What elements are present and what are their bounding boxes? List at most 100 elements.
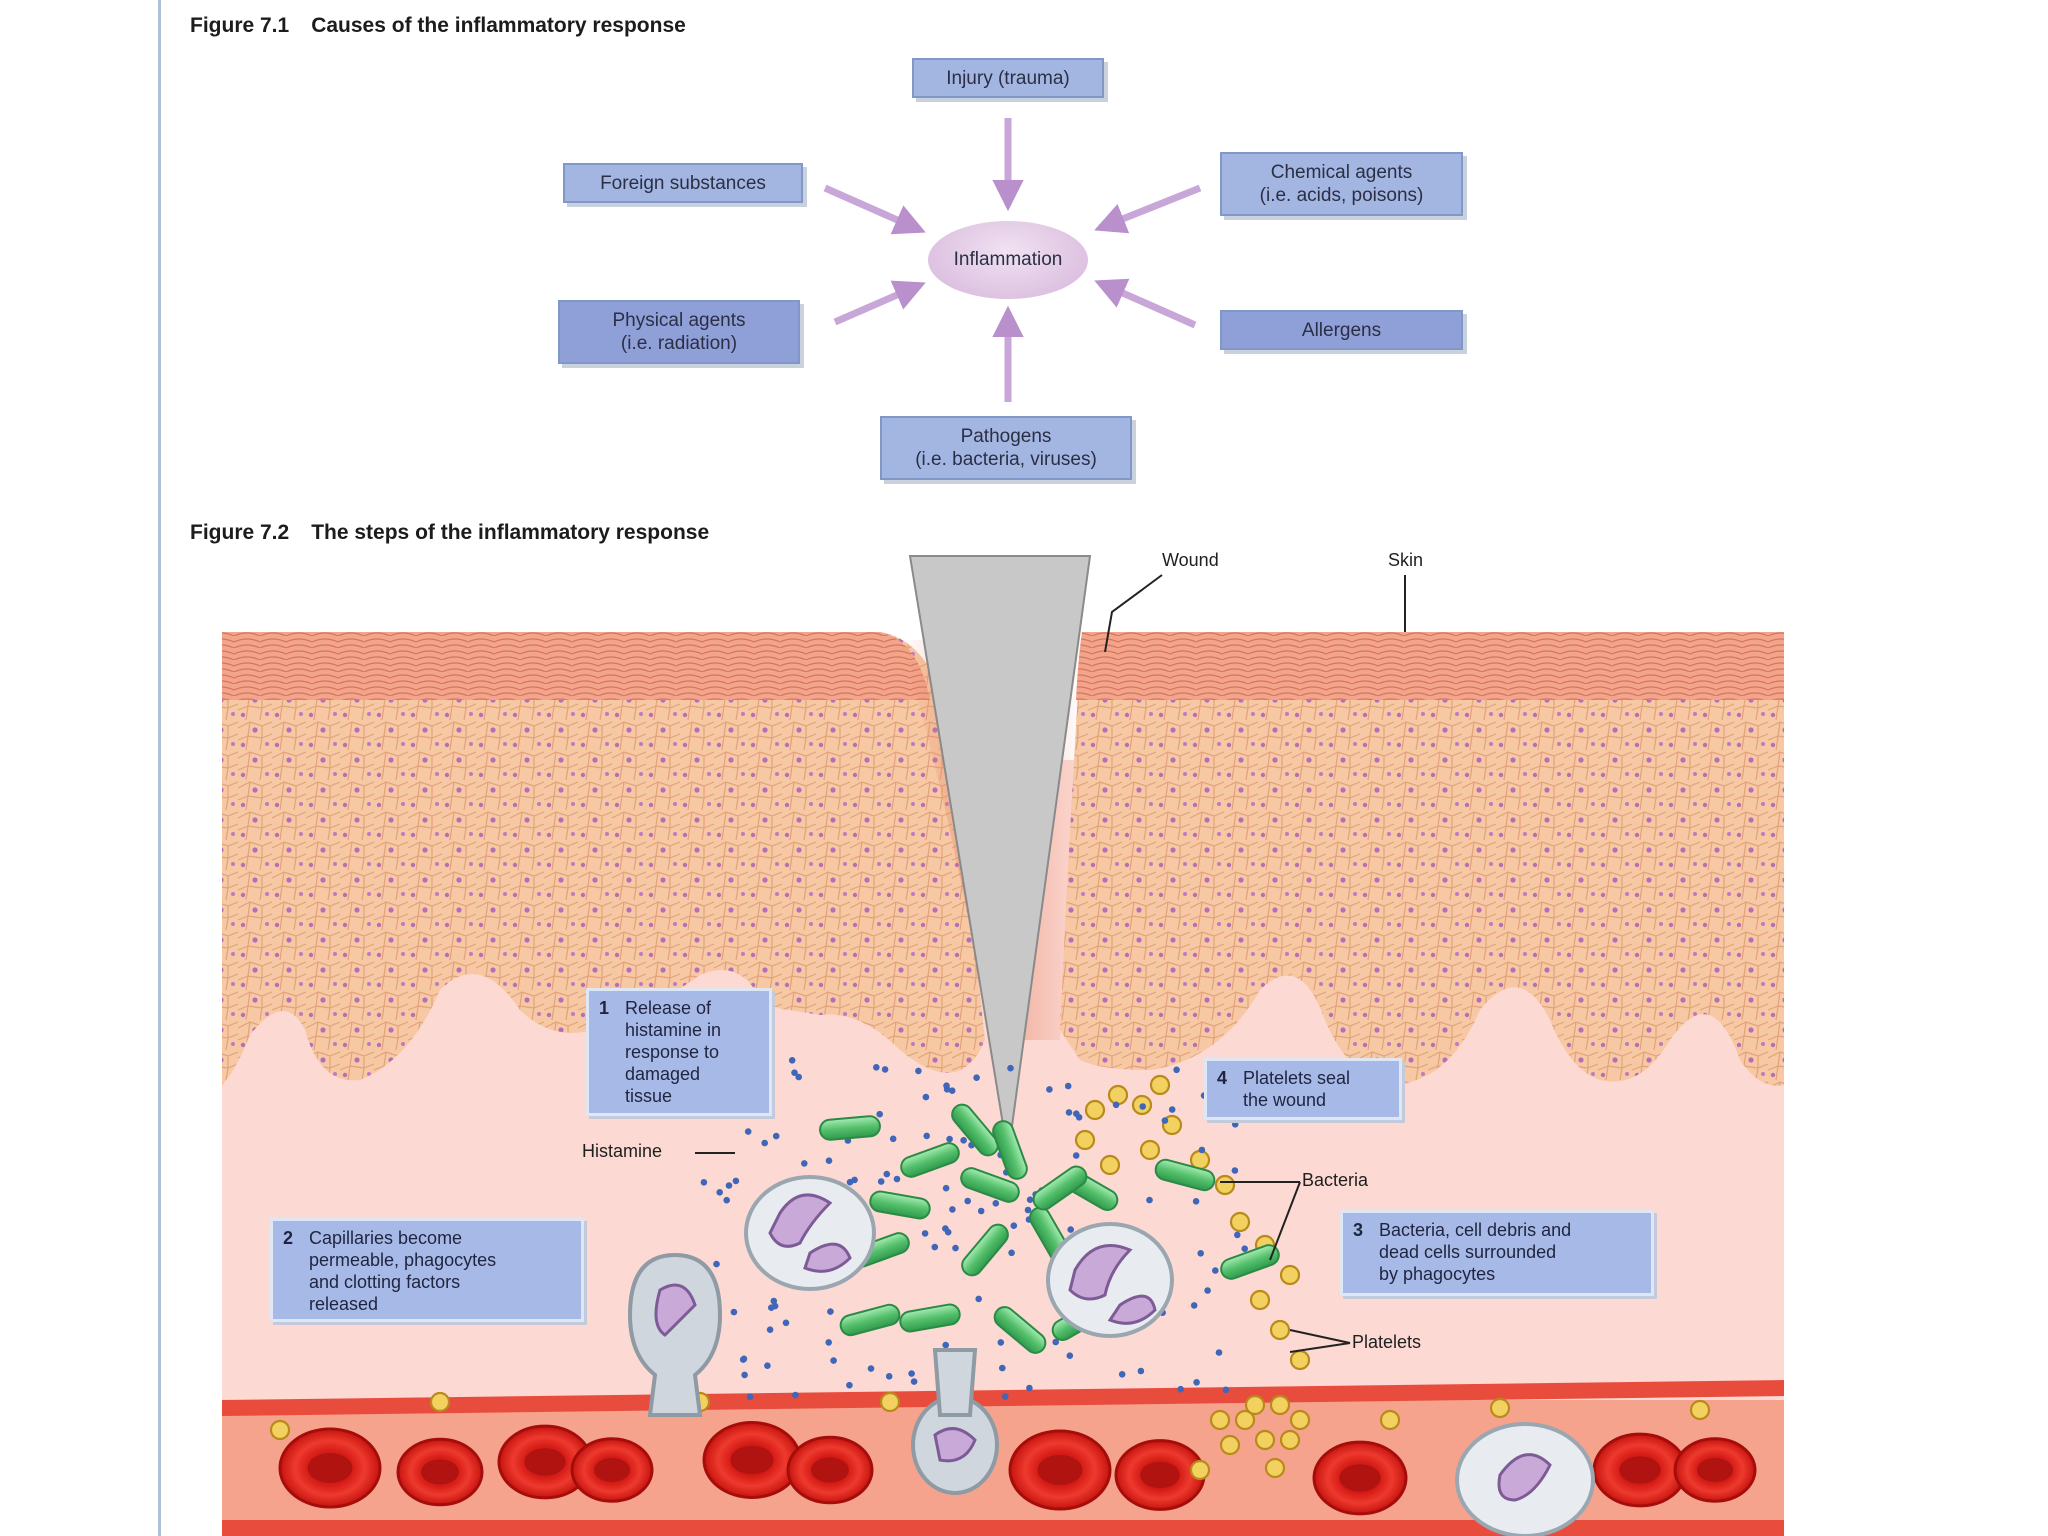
histamine-dot [1064, 1082, 1072, 1090]
histamine-dot [1137, 1367, 1145, 1375]
histamine-dot [943, 1086, 951, 1093]
platelet [1249, 1289, 1271, 1311]
histamine-dot [893, 1175, 901, 1183]
histamine-dot [1168, 1106, 1176, 1113]
histamine-dot [915, 1067, 922, 1075]
platelet [1254, 1429, 1276, 1451]
histamine-dot [746, 1393, 754, 1401]
platelet [1107, 1084, 1129, 1106]
histamine-dot [1024, 1206, 1032, 1214]
histamine-dot [730, 1308, 738, 1316]
red-blood-cell [570, 1437, 654, 1503]
histamine-dot [889, 1135, 897, 1143]
histamine-dot [827, 1308, 834, 1315]
leader-lines [695, 574, 1406, 1353]
histamine-dot [766, 1326, 774, 1333]
histamine-dot [792, 1391, 799, 1399]
histamine-dot [973, 1074, 980, 1081]
histamine-dot [992, 1200, 1000, 1207]
red-blood-cell [1673, 1437, 1757, 1503]
label-platelets: Platelets [1352, 1332, 1422, 1352]
platelet [1139, 1139, 1161, 1161]
histamine-dot [999, 1364, 1006, 1372]
histamine-dot [1112, 1101, 1120, 1109]
histamine-dot [771, 1302, 779, 1310]
histamine-dot [1193, 1379, 1200, 1386]
histamine-dot [782, 1319, 790, 1327]
bacterium [899, 1303, 961, 1333]
histamine-dot [770, 1297, 778, 1305]
histamine-dot [885, 1373, 893, 1380]
cause-pathogens: Pathogens (i.e. bacteria, viruses) [880, 416, 1132, 480]
histamine-dot [1066, 1352, 1074, 1359]
histamine-dot [739, 1356, 747, 1363]
histamine-dot [732, 1177, 740, 1185]
platelet [1209, 1409, 1231, 1431]
histamine-dot [923, 1132, 930, 1140]
histamine-dot [1075, 1114, 1083, 1121]
step-4-number: 4 [1217, 1068, 1228, 1088]
histamine-dot [1010, 1222, 1018, 1229]
histamine-dot [964, 1197, 971, 1205]
cause-injury: Injury (trauma) [912, 58, 1104, 98]
histamine-dot [744, 1128, 752, 1135]
histamine-dot [725, 1182, 733, 1189]
platelet [1489, 1397, 1511, 1419]
histamine-dot [713, 1260, 720, 1268]
platelet [1099, 1154, 1121, 1176]
phagocytes [627, 1175, 1595, 1536]
histamine-dot [873, 1064, 880, 1071]
histamine-dot [825, 1157, 833, 1164]
step-2-text: Capillaries become permeable, phagocytes… [309, 1228, 497, 1314]
platelet [1379, 1409, 1401, 1431]
step-2-number: 2 [283, 1228, 294, 1248]
platelet [879, 1391, 901, 1413]
platelet [1214, 1174, 1236, 1196]
histamine-dot [942, 1225, 949, 1232]
histamine-dot [1231, 1121, 1239, 1128]
label-skin: Skin [1388, 550, 1424, 570]
epidermis-left [222, 632, 985, 1085]
red-blood-cell [278, 1427, 382, 1509]
step-1-box: 1 Release of histamine in response to dam… [586, 988, 772, 1116]
histamine-dot [723, 1196, 730, 1204]
bacterium [1032, 1165, 1088, 1211]
leader-platelets-2 [1289, 1342, 1351, 1353]
histamine-dot [1026, 1384, 1033, 1392]
bacterium [961, 1223, 1009, 1277]
histamine-dot [1173, 1066, 1180, 1074]
step-2-box: 2 Capillaries become permeable, phagocyte… [270, 1218, 584, 1322]
platelet [1264, 1457, 1286, 1479]
inflammation-label: Inflammation [953, 249, 1063, 270]
bacterium [869, 1190, 931, 1220]
histamine-dot [946, 1135, 953, 1143]
red-blood-cell [1592, 1432, 1688, 1508]
histamine-dot [1241, 1245, 1248, 1252]
histamine-dot [1008, 1249, 1015, 1257]
histamine-dot [791, 1069, 798, 1076]
histamine-dot [1231, 1167, 1239, 1174]
figure-7-1-number: Figure 7.1 [190, 14, 290, 37]
red-blood-cell [786, 1435, 874, 1505]
histamine-dot [908, 1370, 915, 1377]
bacterium [951, 1103, 999, 1157]
figure-7-1-caption: Causes of the inflammatory response [311, 14, 686, 37]
bacterium [1220, 1244, 1280, 1280]
red-blood-cell [1114, 1439, 1206, 1511]
histamine-dot [846, 1381, 853, 1389]
step-1-number: 1 [599, 998, 610, 1018]
histamine-dot [876, 1110, 883, 1118]
step-1-text: Release of histamine in response to dama… [625, 998, 722, 1106]
platelet [429, 1391, 451, 1413]
histamine-dot [741, 1371, 748, 1379]
leader-wound [1104, 574, 1163, 653]
platelet [1219, 1434, 1241, 1456]
histamine-dot [1046, 1086, 1053, 1093]
label-bacteria: Bacteria [1302, 1170, 1369, 1190]
epidermis-right [1060, 632, 1784, 1086]
histamine-dot [1118, 1371, 1126, 1378]
histamine-dot [1215, 1349, 1223, 1356]
leader-bacteria-2 [1269, 1181, 1301, 1261]
histamine-dot [948, 1087, 956, 1094]
